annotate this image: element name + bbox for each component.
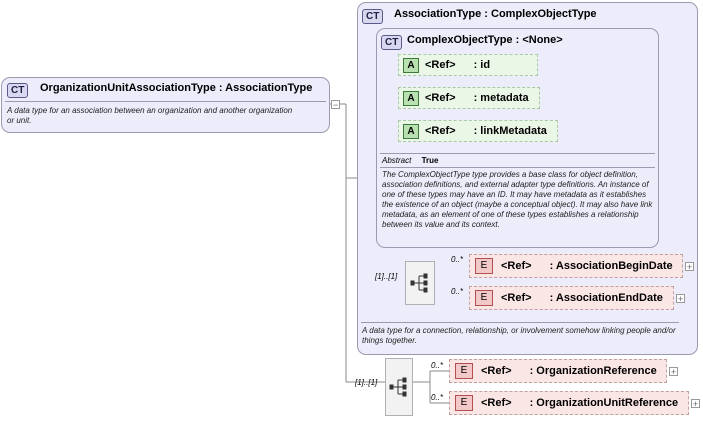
sequence-glyph-icon [410, 273, 428, 293]
root-type-base: : AssociationType [218, 82, 313, 94]
root-description: A data type for an association between a… [7, 106, 293, 125]
complex-object-type-title: ComplexObjectType : <None> [407, 34, 563, 46]
element-badge-icon: E [455, 395, 473, 412]
attribute-badge-icon: A [403, 90, 419, 106]
complex-object-separator-2 [380, 167, 655, 168]
association-type-base: : ComplexObjectType [484, 8, 597, 20]
root-type-title: OrganizationUnitAssociationType : Associ… [40, 82, 312, 94]
expand-icon[interactable]: + [676, 294, 685, 304]
association-type-separator [361, 322, 679, 323]
element-name: : OrganizationReference [529, 365, 657, 377]
abstract-label: Abstract [382, 156, 412, 165]
element-association-begin-date[interactable]: E <Ref> : AssociationBeginDate [469, 254, 683, 278]
element-name: : AssociationBeginDate [549, 260, 673, 272]
root-separator [5, 101, 326, 102]
element-ref: <Ref> [481, 365, 512, 377]
expand-icon[interactable]: + [669, 367, 678, 377]
complex-object-description: The ComplexObjectType type provides a ba… [382, 170, 653, 229]
attribute-link-metadata[interactable]: A <Ref> : linkMetadata [398, 120, 558, 142]
element-organization-unit-reference[interactable]: E <Ref> : OrganizationUnitReference [449, 391, 689, 415]
complex-type-badge-icon: CT [381, 35, 403, 50]
attribute-id[interactable]: A <Ref> : id [398, 54, 538, 76]
complex-object-type-name: ComplexObjectType [407, 34, 513, 46]
complex-object-separator [380, 153, 655, 154]
element-cardinality: 0..* [431, 393, 444, 402]
element-badge-icon: E [475, 258, 493, 275]
expand-icon[interactable]: + [691, 399, 700, 409]
element-organization-reference[interactable]: E <Ref> : OrganizationReference [449, 359, 667, 383]
element-ref: <Ref> [481, 397, 512, 409]
element-cardinality: 0..* [451, 255, 464, 264]
root-collapse-icon[interactable]: − [331, 100, 340, 110]
sequence-icon[interactable] [405, 261, 435, 305]
complex-type-badge-icon: CT [362, 9, 384, 24]
abstract-row: Abstract True [382, 156, 438, 165]
attribute-badge-icon: A [403, 123, 419, 139]
element-badge-icon: E [455, 363, 473, 380]
attribute-name: : id [473, 59, 491, 71]
element-name: : OrganizationUnitReference [529, 397, 679, 409]
element-cardinality: 0..* [431, 361, 444, 370]
attribute-ref: <Ref> [425, 92, 456, 104]
attribute-badge-icon: A [403, 57, 419, 73]
element-ref: <Ref> [501, 292, 532, 304]
element-name: : AssociationEndDate [549, 292, 663, 304]
sequence-icon[interactable] [385, 358, 413, 416]
element-cardinality: 0..* [451, 287, 464, 296]
complex-object-type-base: : <None> [515, 34, 563, 46]
association-type-title: AssociationType : ComplexObjectType [394, 8, 597, 20]
attribute-ref: <Ref> [425, 125, 456, 137]
organization-unit-association-type-box[interactable]: CT OrganizationUnitAssociationType : Ass… [1, 77, 330, 133]
abstract-value: True [421, 156, 439, 165]
attribute-name: : linkMetadata [473, 125, 547, 137]
association-type-name: AssociationType [394, 8, 482, 20]
complex-type-badge-icon: CT [7, 83, 29, 98]
element-association-end-date[interactable]: E <Ref> : AssociationEndDate [469, 286, 674, 310]
sequence-glyph-icon [389, 377, 407, 397]
expand-icon[interactable]: + [685, 262, 694, 272]
association-sequence-cardinality: [1]..[1] [375, 272, 398, 281]
root-type-name: OrganizationUnitAssociationType [40, 82, 216, 94]
element-badge-icon: E [475, 290, 493, 307]
element-ref: <Ref> [501, 260, 532, 272]
attribute-metadata[interactable]: A <Ref> : metadata [398, 87, 540, 109]
attribute-ref: <Ref> [425, 59, 456, 71]
root-sequence-cardinality: [1]..[1] [355, 378, 378, 387]
attribute-name: : metadata [473, 92, 529, 104]
association-type-description: A data type for a connection, relationsh… [362, 326, 676, 345]
